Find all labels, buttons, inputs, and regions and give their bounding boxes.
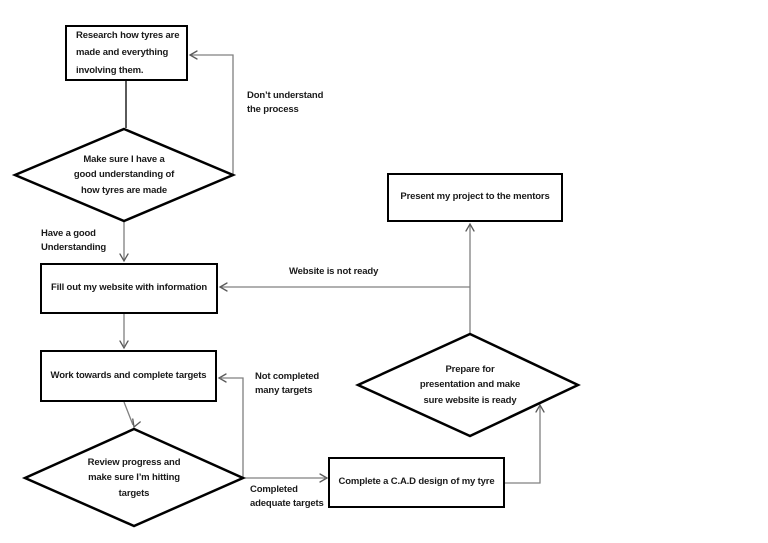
edge-cad-to-prepare: [505, 406, 541, 484]
arrowhead-into-targets-loop: [217, 373, 227, 383]
fill-website-step-box: Fill out my website with information: [40, 263, 218, 314]
arrowhead-into-website-loop: [218, 282, 228, 292]
prepare-presentation-label: Prepare for presentation and make sure w…: [419, 364, 521, 406]
fill-website-step-label: Fill out my website with information: [50, 282, 208, 294]
arrowhead-into-present: [465, 222, 475, 232]
present-project-step-box: Present my project to the mentors: [387, 173, 563, 222]
work-targets-step-label: Work towards and complete targets: [50, 369, 207, 381]
understanding-check-diamond: [11, 127, 237, 223]
edge-targets-to-review: [123, 401, 134, 426]
review-progress-label: Review progress and make sure I’m hittin…: [87, 457, 181, 499]
present-project-step-label: Present my project to the mentors: [400, 191, 550, 203]
edge-label-website-not-ready: Website is not ready: [289, 266, 379, 277]
arrowhead-into-review: [132, 418, 141, 429]
arrowhead-into-cad: [319, 473, 329, 483]
arrowhead-into-research: [188, 50, 198, 60]
understanding-check-label: Make sure I have a good understanding of…: [73, 154, 175, 196]
cad-design-step-box: Complete a C.A.D design of my tyre: [328, 457, 505, 508]
work-targets-step-box: Work towards and complete targets: [40, 350, 217, 402]
edge-label-dont-understand: Don’t understand the process: [247, 90, 324, 116]
edge-label-not-completed: Not completed many targets: [255, 371, 320, 397]
cad-design-step-label: Complete a C.A.D design of my tyre: [338, 476, 495, 488]
arrowhead-into-targets: [119, 340, 129, 350]
edge-label-completed-adequate: Completed adequate targets: [250, 484, 324, 510]
edge-label-have-understanding: Have a good Understanding: [41, 228, 107, 254]
arrowhead-into-website: [119, 253, 129, 263]
arrowhead-into-prepare: [535, 403, 545, 413]
prepare-presentation-diamond: [354, 332, 581, 438]
research-step-box: Research how tyres are made and everythi…: [65, 25, 188, 81]
review-progress-diamond: [21, 427, 247, 528]
edge-review-to-targets-loop: [221, 377, 244, 478]
edge-check-to-research-loop: [191, 54, 234, 175]
research-step-label: Research how tyres are made and everythi…: [76, 29, 180, 76]
